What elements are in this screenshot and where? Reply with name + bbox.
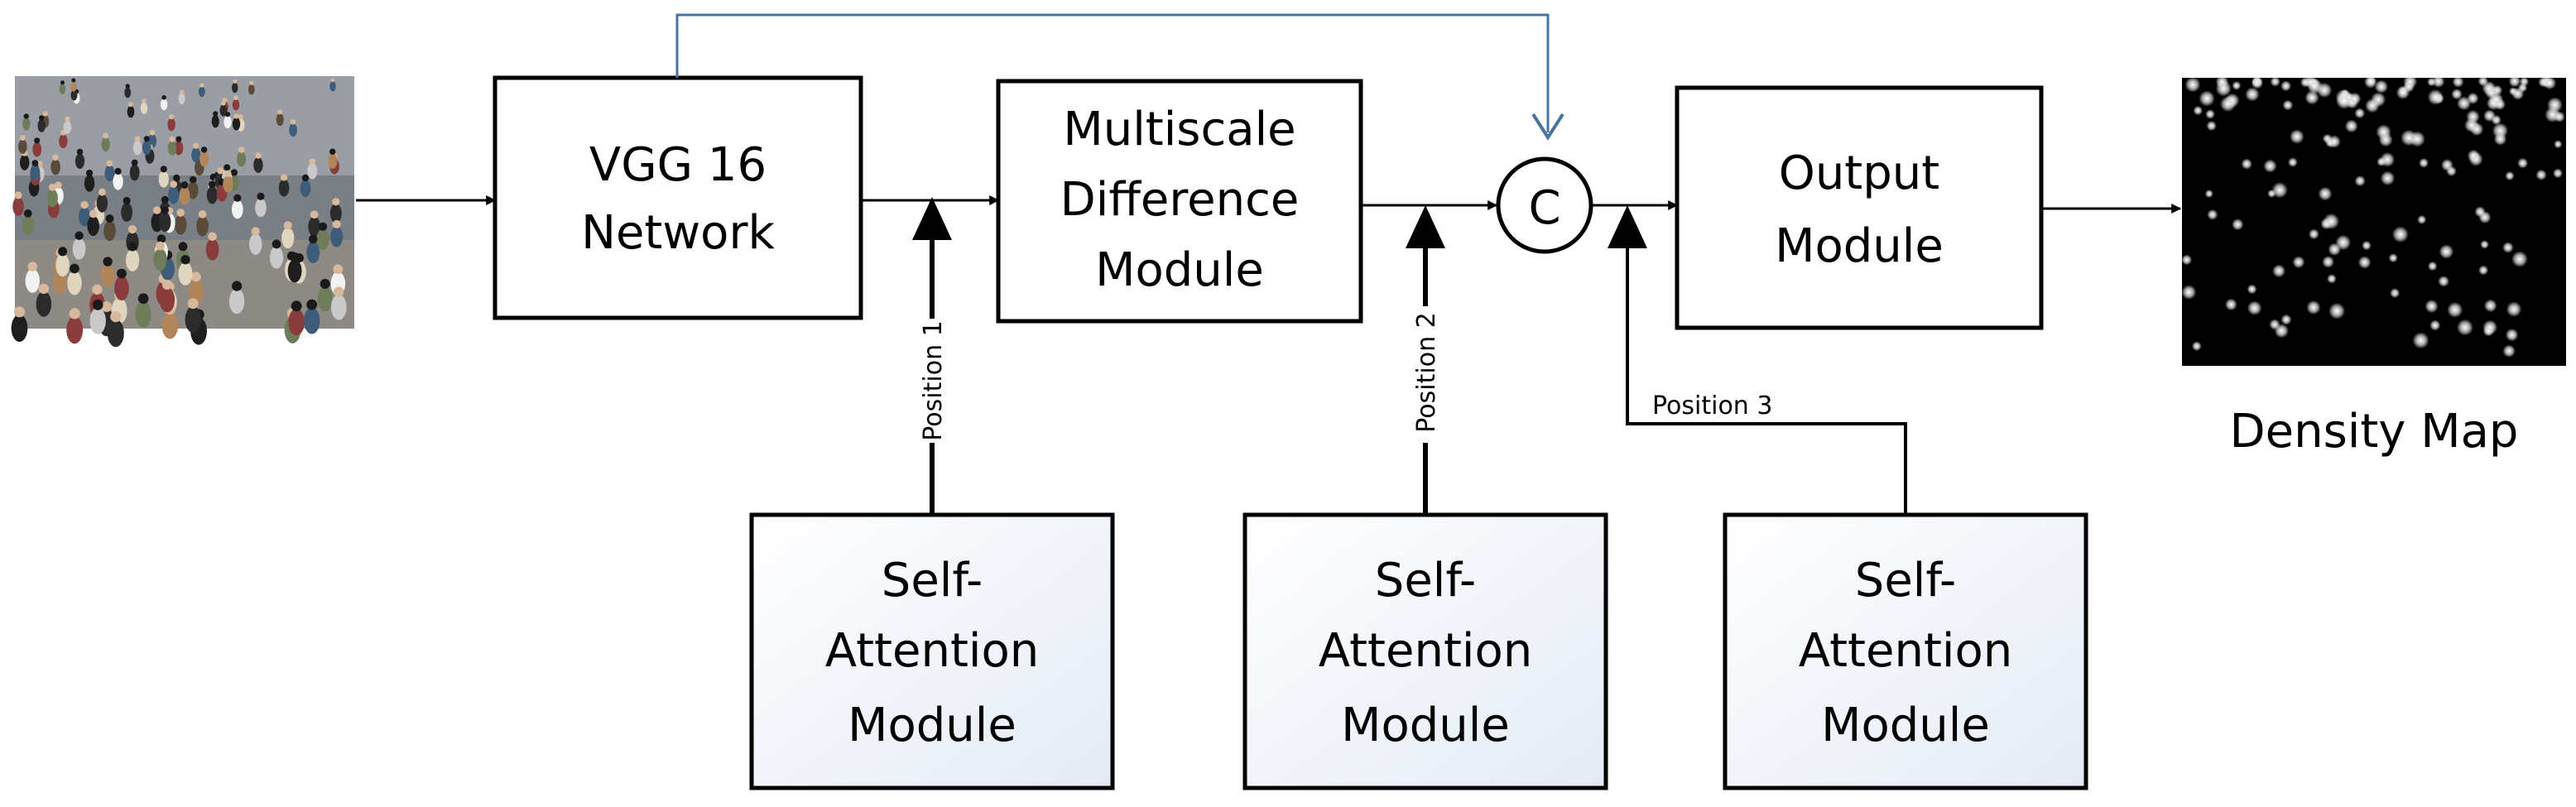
vgg-label-line1: VGG 16 [589, 138, 767, 192]
position3-line [1626, 248, 1907, 513]
attention1-line1: Self- [882, 554, 983, 608]
position3-label: Position 3 [1652, 391, 1772, 420]
output-label-line1: Output [1779, 147, 1940, 200]
attention3-line3: Module [1821, 699, 1990, 752]
msd-label-line3: Module [1095, 243, 1264, 297]
attention1-line2: Attention [825, 624, 1039, 678]
attention3-line1: Self- [1855, 554, 1956, 608]
position1-arrowhead [912, 197, 952, 240]
vgg16-network-block: VGG 16 Network [493, 75, 863, 320]
skip-connection-arrowhead [1531, 113, 1564, 141]
input-image [11, 76, 354, 348]
position3-arrowhead [1608, 205, 1647, 248]
self-attention-module-1: Self- Attention Module [749, 512, 1115, 790]
concat-label: C [1528, 181, 1560, 235]
position2-arrowhead [1406, 205, 1445, 248]
vgg-label-line2: Network [581, 206, 775, 260]
attention2-line1: Self- [1375, 554, 1476, 608]
multiscale-difference-module-block: Multiscale Difference Module [996, 79, 1363, 324]
self-attention-module-3: Self- Attention Module [1723, 512, 2088, 790]
position1-label: Position 1 [919, 320, 948, 440]
output-label-line2: Module [1775, 219, 1944, 273]
attention2-line3: Module [1341, 699, 1510, 752]
attention3-line2: Attention [1799, 624, 2012, 678]
skip-connection-vgg-to-concat [675, 13, 1550, 132]
density-map-caption: Density Map [2230, 405, 2519, 459]
position2-label: Position 2 [1412, 312, 1441, 432]
msd-label-line1: Multiscale [1063, 103, 1295, 156]
attention2-line2: Attention [1319, 624, 1532, 678]
crowd-photo-icon [11, 78, 347, 348]
density-map-dots [2181, 74, 2565, 358]
self-attention-module-2: Self- Attention Module [1242, 512, 1608, 790]
attention1-line3: Module [848, 699, 1016, 752]
concatenation-node: C [1496, 156, 1593, 254]
msd-label-line2: Difference [1060, 173, 1300, 227]
density-map-image [2181, 74, 2566, 366]
output-module-block: Output Module [1675, 85, 2044, 330]
